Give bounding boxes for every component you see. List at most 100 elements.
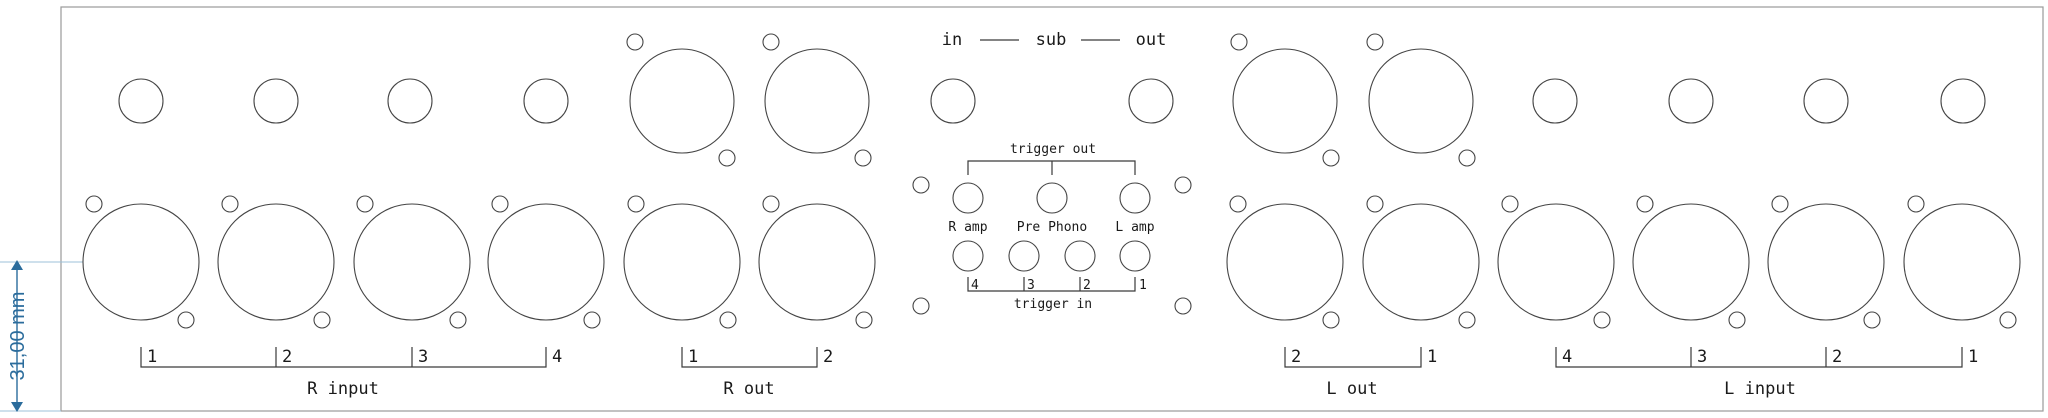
xlr-connector bbox=[487, 203, 605, 321]
trigger-out-l-amp-jack bbox=[1119, 182, 1151, 214]
mount-hole bbox=[627, 195, 645, 213]
mount-hole bbox=[1366, 195, 1384, 213]
sub-label-group: in sub out bbox=[942, 30, 1167, 50]
mount-hole bbox=[1458, 311, 1476, 329]
trigger-in-num-2: 2 bbox=[1083, 278, 1091, 293]
xlr-connector bbox=[758, 203, 876, 321]
r-out-bracket bbox=[681, 347, 818, 368]
mount-hole bbox=[718, 149, 736, 167]
sub-out-hole bbox=[1128, 78, 1174, 124]
hole bbox=[387, 78, 433, 124]
mount-hole bbox=[762, 195, 780, 213]
r-out-num-1: 1 bbox=[688, 347, 698, 367]
trigger-out-pre-phono-jack bbox=[1036, 182, 1068, 214]
xlr-connector bbox=[1767, 203, 1885, 321]
lower-xlr-connectors bbox=[82, 195, 2021, 329]
l-out-num-2: 2 bbox=[1291, 347, 1301, 367]
xlr-connector bbox=[1362, 203, 1480, 321]
xlr-connector bbox=[217, 203, 335, 321]
trigger-in-num-4: 4 bbox=[971, 278, 979, 293]
r-input-num-3: 3 bbox=[418, 347, 428, 367]
mount-hole bbox=[1322, 149, 1340, 167]
mount-hole bbox=[762, 33, 780, 51]
xlr-connector bbox=[82, 203, 200, 321]
mount-hole bbox=[85, 195, 103, 213]
mount-hole bbox=[1322, 311, 1340, 329]
trigger-out-r-amp-jack bbox=[952, 182, 984, 214]
l-out-group: 2 1 L out bbox=[1284, 347, 1437, 399]
trigger-in-jack-3 bbox=[1008, 240, 1040, 272]
mount-hole bbox=[626, 33, 644, 51]
trigger-in-num-3: 3 bbox=[1027, 278, 1035, 293]
mount-hole bbox=[912, 297, 930, 315]
mount-hole bbox=[1636, 195, 1654, 213]
upper-xlr-connectors bbox=[626, 33, 1476, 167]
mount-hole bbox=[1174, 297, 1192, 315]
r-input-label: R input bbox=[307, 379, 379, 399]
mount-hole bbox=[491, 195, 509, 213]
mount-hole bbox=[1230, 33, 1248, 51]
mount-hole bbox=[221, 195, 239, 213]
dimension-arrow-bottom bbox=[11, 402, 23, 412]
l-input-num-1: 1 bbox=[1968, 347, 1978, 367]
r-input-bracket bbox=[140, 347, 547, 368]
xlr-connector bbox=[1226, 203, 1344, 321]
xlr-connector bbox=[1232, 48, 1338, 154]
r-input-num-1: 1 bbox=[147, 347, 157, 367]
hole bbox=[253, 78, 299, 124]
mount-hole bbox=[583, 311, 601, 329]
sub-in-label: in bbox=[942, 30, 962, 50]
hole bbox=[1940, 78, 1986, 124]
sub-out-label: out bbox=[1136, 30, 1167, 50]
hole bbox=[118, 78, 164, 124]
mount-hole bbox=[1174, 176, 1192, 194]
l-out-num-1: 1 bbox=[1427, 347, 1437, 367]
l-input-label: L input bbox=[1724, 379, 1796, 399]
mount-hole bbox=[1501, 195, 1519, 213]
hole bbox=[1668, 78, 1714, 124]
sub-label: sub bbox=[1036, 30, 1067, 50]
sub-in-hole bbox=[930, 78, 976, 124]
xlr-connector bbox=[1903, 203, 2021, 321]
mount-hole bbox=[719, 311, 737, 329]
mount-hole bbox=[854, 149, 872, 167]
mount-hole bbox=[912, 176, 930, 194]
mount-hole bbox=[1999, 311, 2017, 329]
r-out-label: R out bbox=[723, 379, 774, 399]
top-row-small-holes bbox=[118, 78, 1986, 124]
xlr-connector bbox=[764, 48, 870, 154]
trigger-in-jack-1 bbox=[1119, 240, 1151, 272]
trigger-in-num-1: 1 bbox=[1139, 278, 1147, 293]
r-out-num-2: 2 bbox=[823, 347, 833, 367]
r-input-num-4: 4 bbox=[552, 347, 562, 367]
r-out-group: 1 2 R out bbox=[681, 347, 833, 399]
l-amp-label: L amp bbox=[1115, 220, 1154, 235]
xlr-connector bbox=[1632, 203, 1750, 321]
dimension-arrow-top bbox=[11, 260, 23, 270]
mount-hole bbox=[449, 311, 467, 329]
mount-hole bbox=[177, 311, 195, 329]
trigger-in-jack-2 bbox=[1064, 240, 1096, 272]
r-input-group: 1 2 3 4 R input bbox=[140, 347, 562, 399]
xlr-connector bbox=[1497, 203, 1615, 321]
mount-hole bbox=[356, 195, 374, 213]
dimension-label: 31,00 mm bbox=[7, 292, 29, 381]
mount-hole bbox=[1863, 311, 1881, 329]
xlr-connector bbox=[623, 203, 741, 321]
xlr-connector bbox=[629, 48, 735, 154]
trigger-in-bracket bbox=[967, 277, 1136, 292]
mount-hole bbox=[1458, 149, 1476, 167]
l-out-bracket bbox=[1284, 347, 1422, 368]
mount-hole bbox=[313, 311, 331, 329]
xlr-connector bbox=[353, 203, 471, 321]
l-input-group: 4 3 2 1 L input bbox=[1555, 347, 1978, 399]
l-input-num-4: 4 bbox=[1562, 347, 1572, 367]
mount-hole bbox=[1366, 33, 1384, 51]
xlr-connector bbox=[1368, 48, 1474, 154]
l-input-bracket bbox=[1555, 347, 1963, 368]
mount-hole bbox=[1229, 195, 1247, 213]
r-input-num-2: 2 bbox=[282, 347, 292, 367]
trigger-out-bracket bbox=[967, 160, 1136, 175]
mount-hole bbox=[1771, 195, 1789, 213]
trigger-in-jack-4 bbox=[952, 240, 984, 272]
